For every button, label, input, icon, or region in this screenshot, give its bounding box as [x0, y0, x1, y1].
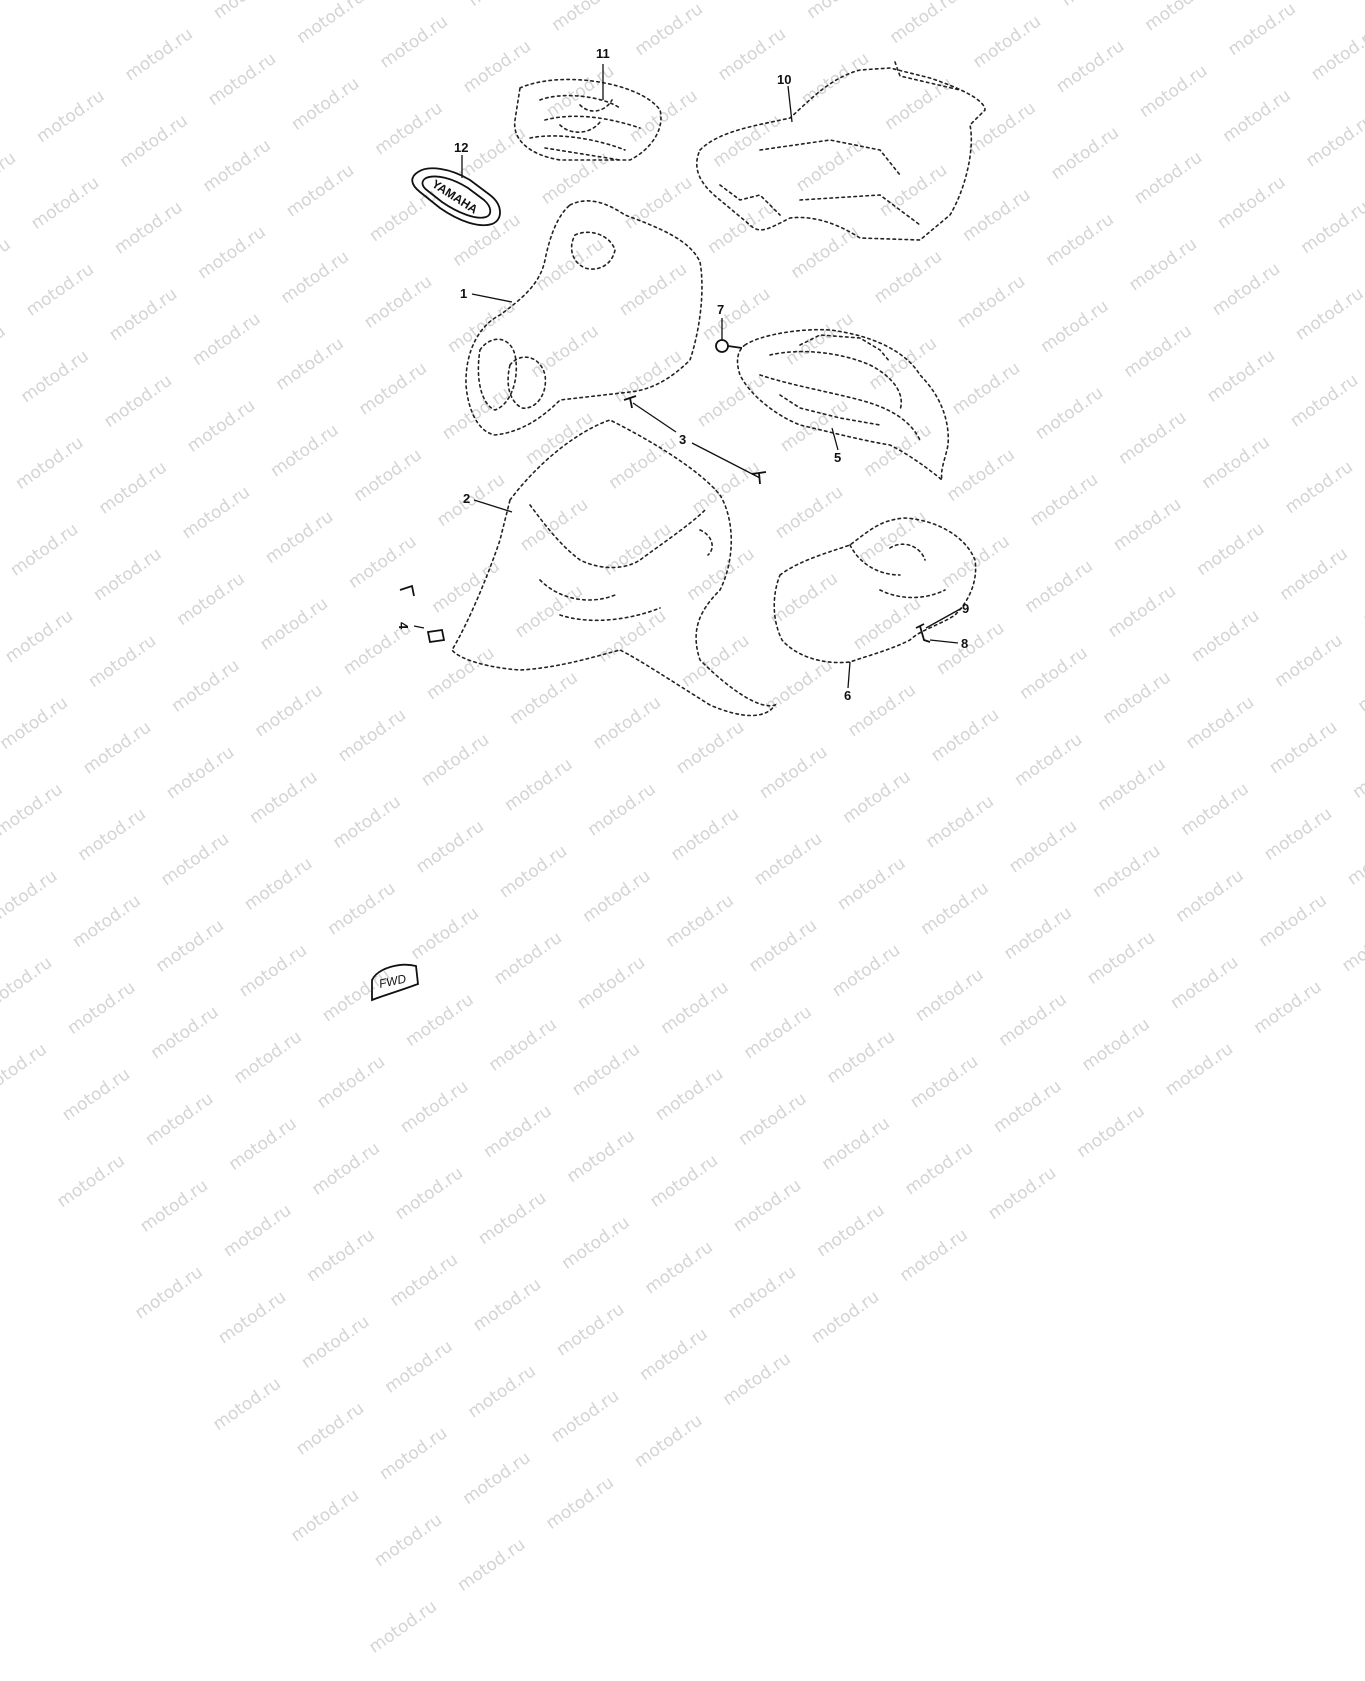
- part-4-clips: [399, 584, 446, 644]
- callout-1: 1: [460, 286, 467, 301]
- watermark-text: motod.ru: [542, 1472, 618, 1534]
- watermark-text: motod.ru: [141, 1088, 218, 1151]
- watermark-text: motod.ru: [896, 1224, 972, 1286]
- watermark-text: motod.ru: [297, 1311, 374, 1373]
- watermark-text: motod.ru: [901, 1138, 977, 1200]
- callout-5: 5: [834, 450, 841, 465]
- watermark-text: motod.ru: [651, 1063, 728, 1126]
- watermark-text: motod.ru: [807, 1286, 884, 1348]
- watermark-text: motod.ru: [313, 1051, 389, 1113]
- callout-4: 4: [396, 622, 411, 630]
- part-7-bolt: [715, 339, 743, 353]
- watermark-text: motod.ru: [396, 1076, 473, 1138]
- watermark-text: motod.ru: [724, 1262, 800, 1324]
- part-2-lower-panel: [451, 419, 777, 717]
- watermark-text: motod.ru: [547, 1385, 623, 1448]
- watermark-text: motod.ru: [1073, 1100, 1149, 1163]
- callout-2: 2: [463, 491, 470, 506]
- watermark-text: motod.ru: [469, 1274, 545, 1336]
- watermark-text: motod.ru: [214, 1287, 290, 1349]
- part-3-screws: [623, 395, 767, 485]
- forward-mark-text: FWD: [378, 971, 408, 990]
- callout-12: 12: [454, 140, 468, 155]
- watermark-text: motod.ru: [636, 1324, 712, 1386]
- callout-11: 11: [596, 46, 610, 61]
- callout-3: 3: [679, 432, 686, 447]
- watermark-text: motod.ru: [552, 1299, 629, 1361]
- part-5-inner-panel: [736, 328, 950, 483]
- watermark-text: motod.ru: [308, 1138, 384, 1200]
- watermark-text: motod.ru: [474, 1187, 551, 1249]
- part-1-front-cover: [465, 200, 703, 436]
- watermark-text: motod.ru: [563, 1125, 639, 1188]
- part-10-top-cover: [695, 61, 986, 241]
- watermark-text: motod.ru: [131, 1262, 207, 1324]
- part-6-side-panel: [773, 517, 977, 664]
- watermark-text: motod.ru: [459, 1447, 535, 1510]
- leader-lines: [413, 64, 963, 689]
- watermark-text: motod.ru: [729, 1175, 806, 1237]
- watermark-text: motod.ru: [287, 1485, 363, 1547]
- watermark-text: motod.ru: [219, 1200, 296, 1262]
- watermark-text: motod.ru: [58, 1064, 134, 1126]
- watermark-text: motod.ru: [464, 1361, 540, 1423]
- watermark-text: motod.ru: [375, 1423, 452, 1485]
- watermark-text: motod.ru: [136, 1175, 212, 1237]
- callout-6: 6: [844, 688, 851, 703]
- watermark-text: motod.ru: [646, 1150, 722, 1212]
- watermark-text: motod.ru: [303, 1225, 379, 1287]
- watermark-text: motod.ru: [630, 1410, 707, 1472]
- watermark-text: motod.ru: [734, 1088, 811, 1150]
- watermark-text: motod.ru: [391, 1163, 467, 1225]
- watermark-text: motod.ru: [480, 1101, 556, 1163]
- watermark-text: motod.ru: [53, 1150, 129, 1213]
- part-8-9-fasteners: [915, 623, 931, 643]
- watermark-text: motod.ru: [365, 1596, 441, 1658]
- watermark-text: motod.ru: [370, 1509, 447, 1571]
- watermark-text: motod.ru: [225, 1113, 301, 1175]
- watermark-text: motod.ru: [719, 1348, 795, 1410]
- watermark-text: motod.ru: [209, 1373, 285, 1435]
- watermark-text: motod.ru: [292, 1398, 369, 1460]
- callout-7: 7: [717, 302, 724, 317]
- forward-mark: FWD: [371, 963, 419, 1002]
- watermark-text: motod.ru: [453, 1534, 530, 1596]
- watermark-text: motod.ru: [641, 1237, 717, 1299]
- watermark-text: motod.ru: [386, 1249, 462, 1311]
- watermark-text: motod.ru: [381, 1336, 457, 1398]
- watermark-text: motod.ru: [812, 1200, 889, 1262]
- callout-10: 10: [777, 72, 791, 87]
- callout-9: 9: [962, 601, 969, 616]
- part-12-emblem: YAMAHA: [411, 167, 501, 227]
- part-11-decal: [513, 78, 662, 161]
- callout-numbers: 1 2 3 4 5 6 7 8 9 10 11 12: [396, 46, 969, 703]
- callout-8: 8: [961, 636, 968, 651]
- watermark-text: motod.ru: [906, 1051, 983, 1113]
- watermark-text: motod.ru: [984, 1162, 1061, 1225]
- watermark-text: motod.ru: [818, 1113, 894, 1175]
- watermark-text: motod.ru: [558, 1212, 634, 1274]
- watermark-text: motod.ru: [989, 1076, 1066, 1138]
